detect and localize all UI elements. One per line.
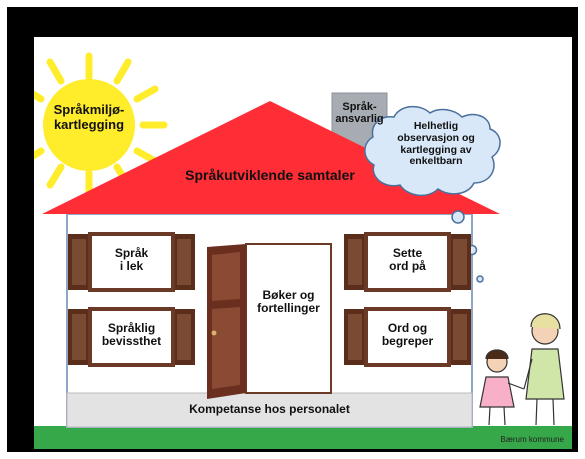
- window-label-spraklig-bevissthet: Språklig bevissthet: [101, 321, 162, 349]
- window-label-sprak-i-lek: Språk i lek: [114, 246, 149, 274]
- roof: [42, 101, 500, 214]
- foundation: [66, 392, 473, 428]
- door-label: Bøker og fortellinger: [257, 288, 320, 316]
- credit-text: Bærum kommune: [500, 435, 564, 444]
- window-icon: [68, 232, 195, 292]
- window-label-ord-og-begreper: Ord og begreper: [381, 321, 434, 349]
- window-label-sette-ord-pa: Sette ord på: [389, 246, 426, 274]
- window-icon: [344, 307, 471, 367]
- door-icon: [207, 243, 332, 399]
- sun-disc: [43, 79, 135, 171]
- cloud-label: Helhetlig observasjon og kartlegging av …: [397, 120, 475, 168]
- cloud-icon: [364, 105, 501, 283]
- window-icon: [344, 232, 471, 292]
- image-frame: Språkmiljø- kartlegging Språk- ansvarlig…: [7, 7, 578, 452]
- window-icon: [68, 307, 195, 367]
- roof-label: Språkutviklende samtaler: [185, 167, 355, 183]
- slide: Språkmiljø- kartlegging Språk- ansvarlig…: [34, 37, 572, 449]
- children-icon: [479, 313, 565, 426]
- chimney-label: Språk- ansvarlig: [335, 101, 384, 126]
- foundation-label: Kompetanse hos personalet: [189, 402, 350, 416]
- sun-label: Språkmiljø- kartlegging: [53, 102, 125, 132]
- grass: [34, 426, 572, 449]
- house-diagram: [34, 52, 572, 449]
